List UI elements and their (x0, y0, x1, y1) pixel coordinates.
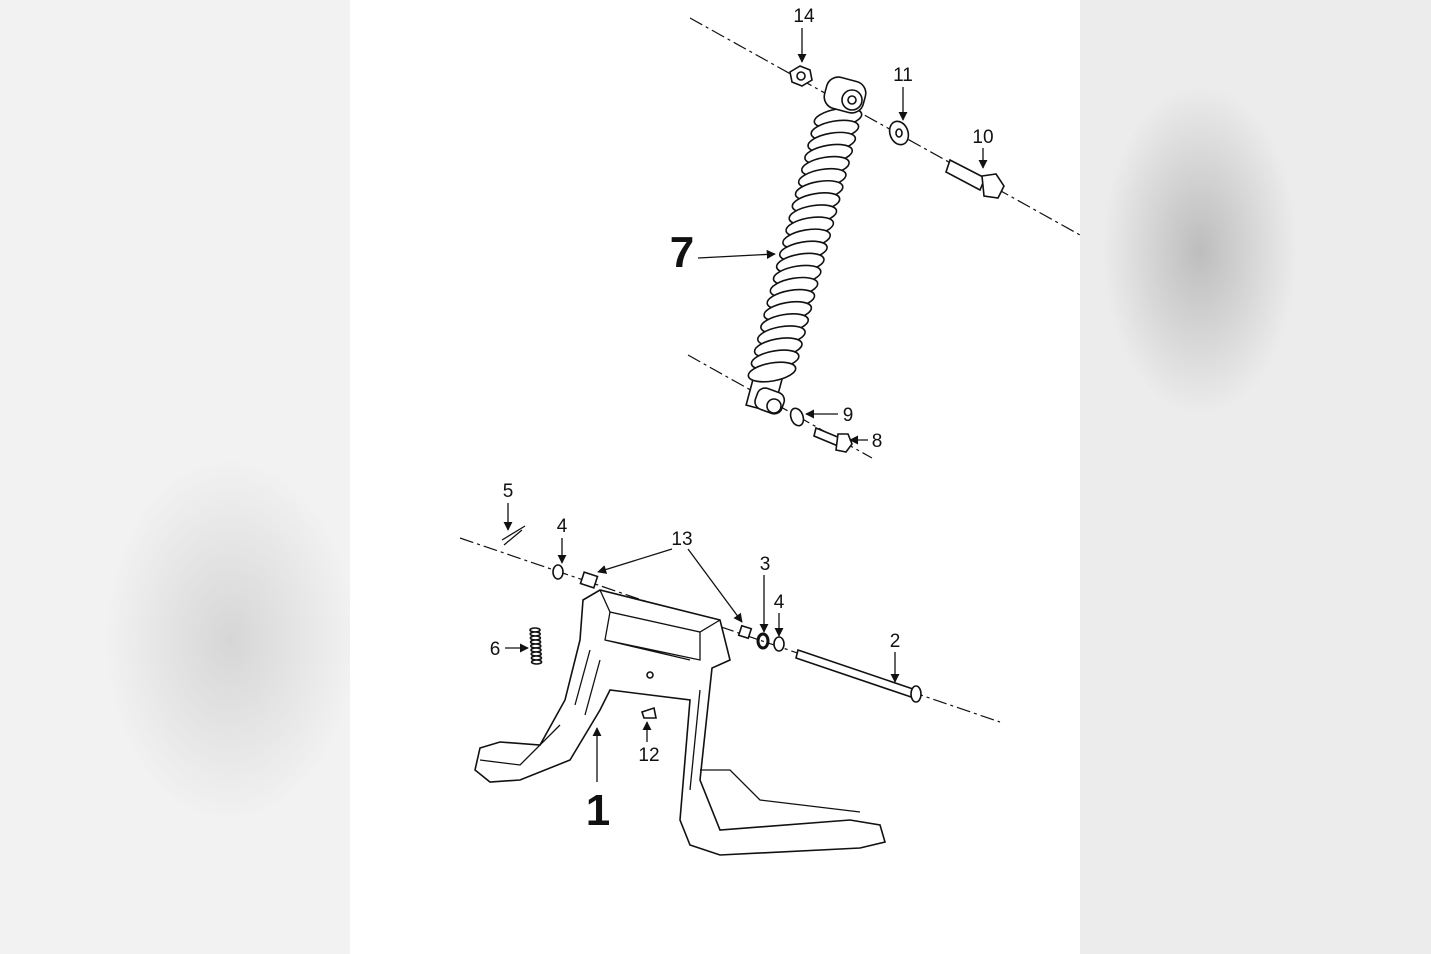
stopper-part-12 (640, 706, 657, 719)
label-3: 3 (760, 554, 771, 575)
label-4a: 4 (557, 516, 568, 537)
label-5: 5 (503, 481, 514, 502)
spring-coil (530, 659, 543, 665)
label-2: 2 (890, 631, 901, 652)
spring-coil (747, 361, 797, 383)
label-13: 13 (671, 529, 692, 550)
diagram-panel (350, 0, 1080, 954)
upper-mount-axis (689, 17, 1081, 236)
label-8: 8 (872, 431, 883, 452)
bushing-part-13-left (579, 571, 599, 589)
washer-part-9 (789, 407, 805, 427)
label-12: 12 (638, 745, 659, 766)
label-9: 9 (843, 405, 854, 426)
o-ring-part-3 (756, 632, 770, 650)
label-1: 1 (586, 786, 610, 835)
pivot-shaft-part-2 (795, 648, 922, 703)
washer-part-4-left (552, 564, 564, 580)
cotter-pin-part-5 (501, 525, 526, 546)
blurred-background-right (1080, 0, 1431, 954)
nut-part-14 (789, 65, 813, 87)
label-11: 11 (893, 65, 913, 86)
label-7: 7 (670, 228, 694, 277)
blurred-background-left (0, 0, 350, 954)
leader-lines (503, 28, 988, 782)
center-stand-part-1 (474, 589, 887, 856)
bushing-part-13-right (737, 624, 753, 640)
shock-absorber (745, 76, 867, 415)
bolt-part-8 (813, 426, 853, 453)
washer-part-4-right (773, 636, 785, 652)
label-6: 6 (490, 639, 501, 660)
spring-part-6 (529, 627, 543, 665)
bolt-part-10 (945, 158, 1005, 199)
washer-part-11 (888, 120, 910, 146)
label-14: 14 (793, 6, 815, 27)
label-10: 10 (972, 127, 993, 148)
label-4b: 4 (774, 592, 785, 613)
